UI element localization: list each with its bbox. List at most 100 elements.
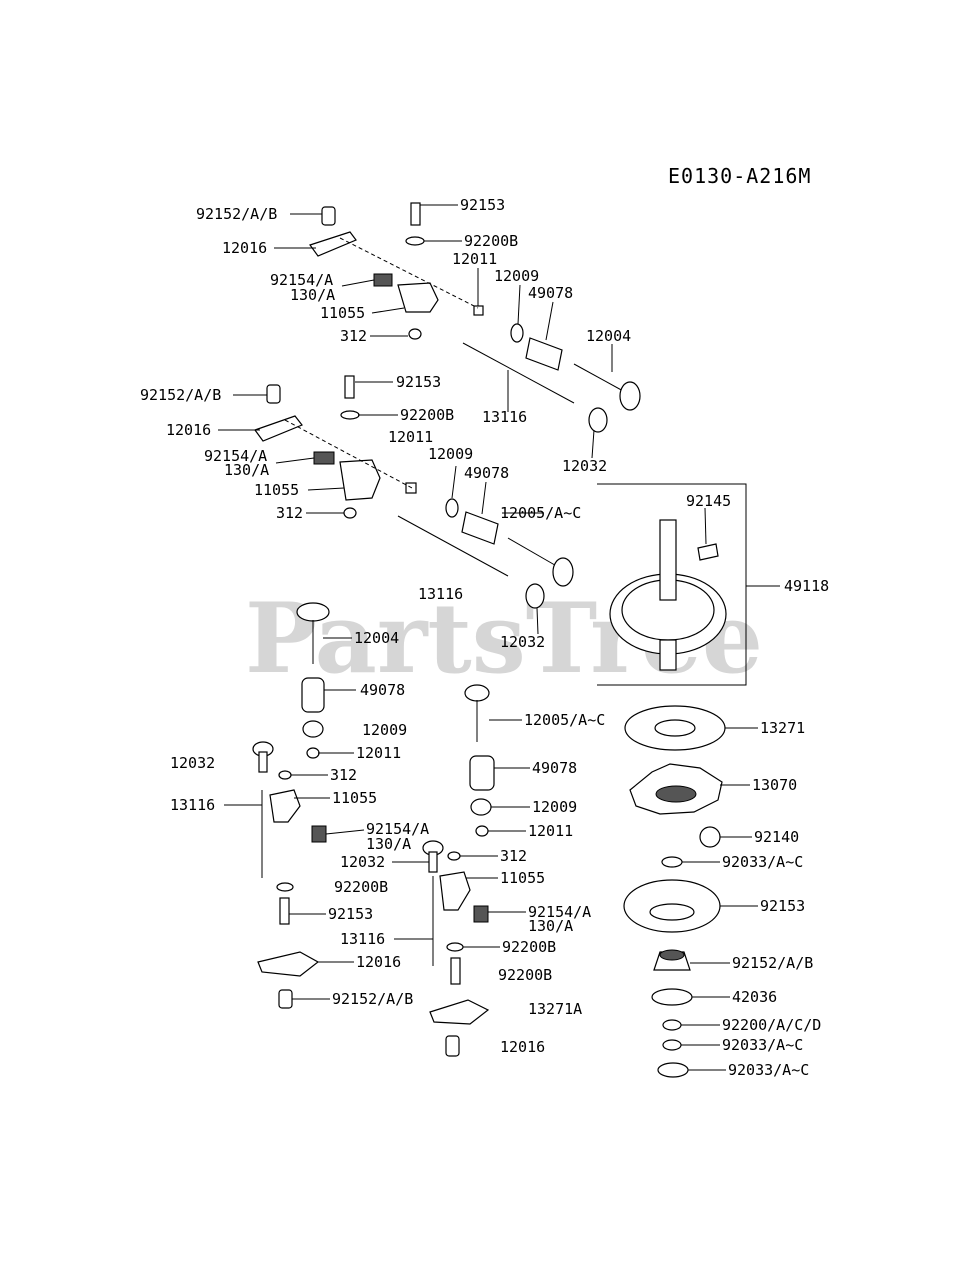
label-92140: 92140 xyxy=(754,828,799,846)
label-92154-b: 92154/A xyxy=(204,447,267,465)
part-12005-lower-head xyxy=(464,684,490,702)
label-312-a: 312 xyxy=(340,327,367,345)
part-11055-upper xyxy=(397,282,439,313)
part-92200b-middle xyxy=(340,410,360,420)
label-92153-d: 92200B xyxy=(498,966,552,984)
part-92154-upper xyxy=(373,273,393,287)
label-92200b-d: 92200B xyxy=(502,938,556,956)
part-92145-spring xyxy=(697,543,719,561)
part-12004-lower-head xyxy=(296,602,330,622)
part-92152-upper xyxy=(321,206,336,226)
label-12004-b: 12004 xyxy=(354,629,399,647)
label-11055-c: 11055 xyxy=(332,789,377,807)
label-12009-a: 12009 xyxy=(494,267,539,285)
center-line-upper xyxy=(339,237,479,309)
label-92200b-c: 92200B xyxy=(334,878,388,896)
part-12032-upper xyxy=(588,407,608,433)
label-12005-c: 12005/A~C xyxy=(524,711,605,729)
diagram-code: E0130-A216M xyxy=(668,164,811,188)
label-12004-a: 12004 xyxy=(586,327,631,345)
part-49078-lower-left xyxy=(301,677,325,713)
right-stack-assembly xyxy=(623,705,726,1078)
part-92200b-lower-middle xyxy=(446,942,464,952)
part-12005-middle-head xyxy=(552,557,574,587)
part-92033-upper xyxy=(661,856,683,868)
label-92200-acd: 42036 xyxy=(732,988,777,1006)
label-13271a: 92153 xyxy=(760,897,805,915)
label-12016-b: 12016 xyxy=(166,421,211,439)
part-12009-upper xyxy=(510,323,524,343)
label-13116-a: 13116 xyxy=(482,408,527,426)
part-12005-middle xyxy=(507,537,561,569)
label-12009-d: 12009 xyxy=(532,798,577,816)
label-92152-c: 92152/A/B xyxy=(332,990,413,1008)
label-130-c: 130/A xyxy=(366,835,411,853)
part-92154-middle xyxy=(313,451,335,465)
label-92154-c: 92154/A xyxy=(366,820,429,838)
part-92153-lower-middle xyxy=(450,957,461,985)
part-312-lower-left xyxy=(278,770,292,780)
label-92154-d: 92154/A xyxy=(528,903,591,921)
part-92200b-lower-left xyxy=(276,882,294,892)
camshaft-lower-shaft xyxy=(659,639,677,671)
label-92033-b: 92200/A/C/D xyxy=(722,1016,821,1034)
part-312-middle xyxy=(343,507,357,519)
label-49078-d: 49078 xyxy=(532,759,577,777)
part-12009-middle xyxy=(445,498,459,518)
part-12009-lower-left xyxy=(302,720,324,738)
label-13116-c: 13116 xyxy=(170,796,215,814)
part-92153-middle xyxy=(344,375,355,399)
part-11055-lower-middle xyxy=(439,871,471,911)
label-12032-c: 12032 xyxy=(170,754,215,772)
part-13271a-inner xyxy=(649,903,695,921)
label-13116-d: 13116 xyxy=(340,930,385,948)
part-92033-lower xyxy=(662,1039,682,1051)
label-130-d: 130/A xyxy=(528,917,573,935)
part-12016-lower-middle xyxy=(429,999,490,1025)
label-92033-a: 92033/A~C xyxy=(722,853,803,871)
part-92033-middle xyxy=(662,1019,682,1031)
label-92153-b: 92153 xyxy=(396,373,441,391)
part-92140 xyxy=(699,826,721,848)
part-92154-lower-middle xyxy=(473,905,489,923)
part-42036-top xyxy=(659,949,685,961)
label-312-d: 312 xyxy=(500,847,527,865)
part-49078-lower-middle xyxy=(469,755,495,791)
label-92200b-a: 92200B xyxy=(464,232,518,250)
part-92153-lower-left xyxy=(279,897,290,925)
label-12009-b: 12009 xyxy=(428,445,473,463)
label-49078-c: 49078 xyxy=(360,681,405,699)
label-312-c: 312 xyxy=(330,766,357,784)
part-12011-lower-middle xyxy=(475,825,489,837)
part-12032-lower-left-stem xyxy=(258,751,268,773)
part-49078-upper xyxy=(525,337,563,371)
part-12032-lower-middle-stem xyxy=(428,851,438,873)
upper-rocker-assembly xyxy=(309,202,641,433)
label-12032-d: 12032 xyxy=(340,853,385,871)
label-92153-a: 92153 xyxy=(460,196,505,214)
part-312-upper xyxy=(408,328,422,340)
label-92153-c: 92153 xyxy=(328,905,373,923)
part-92152-lower-left xyxy=(278,989,293,1009)
part-11055-middle xyxy=(339,459,381,501)
label-11055-d: 11055 xyxy=(500,869,545,887)
label-92152-b: 92152/A/B xyxy=(140,386,221,404)
label-13271: 13271 xyxy=(760,719,805,737)
part-13070-hub xyxy=(655,785,697,803)
middle-rocker-assembly xyxy=(254,375,574,609)
part-92152-lower-middle xyxy=(445,1035,460,1057)
label-12011-c: 12011 xyxy=(356,744,401,762)
part-12011-upper xyxy=(473,305,484,316)
part-12011-lower-left xyxy=(306,747,320,759)
part-92153-upper xyxy=(410,202,421,226)
label-12016-d: 13271A xyxy=(528,1000,582,1018)
label-12016-a: 12016 xyxy=(222,239,267,257)
label-92033-c: 92033/A~C xyxy=(722,1036,803,1054)
part-12004-upper xyxy=(573,363,626,393)
label-92154-a: 92154/A xyxy=(270,271,333,289)
label-312-b: 312 xyxy=(276,504,303,522)
part-12004-upper-head xyxy=(619,381,641,411)
label-12009-c: 12009 xyxy=(362,721,407,739)
label-12032-a: 12032 xyxy=(562,457,607,475)
part-11055-lower-left xyxy=(269,789,301,823)
